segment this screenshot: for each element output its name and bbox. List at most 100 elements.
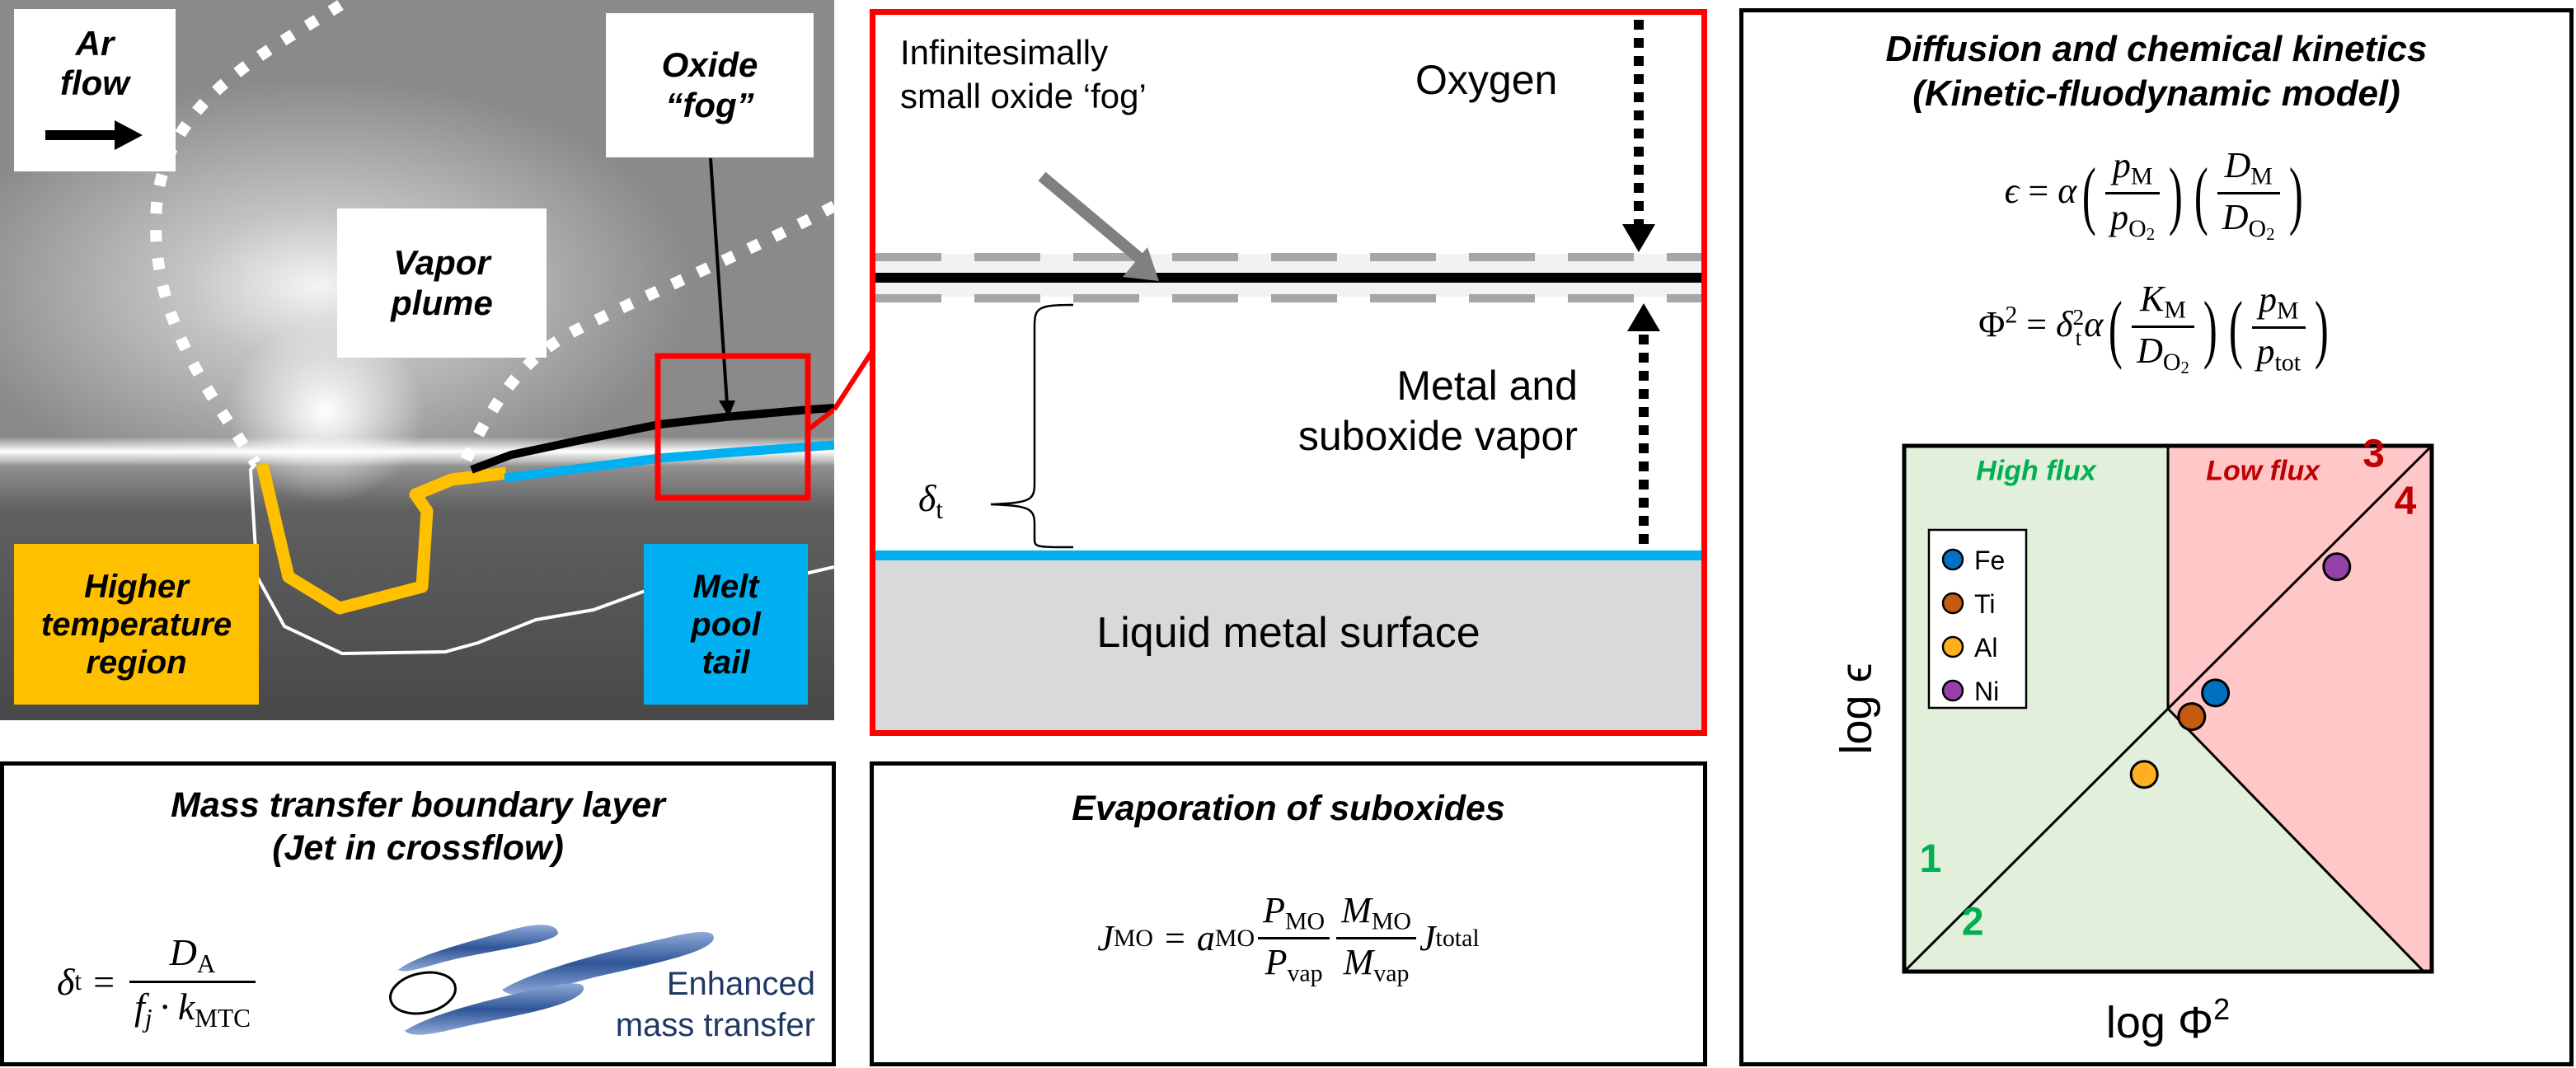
mtc-subscript: MTC — [195, 1003, 251, 1033]
oxide-fog-line2: “fog” — [665, 85, 754, 124]
flow-streak-bottom — [405, 983, 584, 1035]
mo-subscript: MO — [1371, 907, 1412, 935]
paren-close: ) — [2203, 285, 2217, 370]
region-label-low-flux: Low flux — [2206, 455, 2321, 486]
tot-subscript: tot — [2274, 349, 2302, 377]
regime-boundary-line — [1903, 707, 2170, 973]
x-axis-label-sup: 2 — [2213, 992, 2230, 1026]
oxygen-arrowhead-down — [1622, 224, 1655, 252]
plume-boundary-left — [150, 0, 344, 466]
paren-open: ( — [2194, 152, 2208, 237]
vap-subscript: vap — [1373, 959, 1410, 987]
enhanced-line2: mass transfer — [615, 1007, 815, 1043]
legend-label-ti: Ti — [1974, 589, 1995, 619]
k-symbol: k — [177, 985, 195, 1028]
fraction-bar — [2105, 192, 2161, 195]
vap-subscript: vap — [1287, 959, 1323, 987]
k-symbol: K — [2140, 279, 2165, 319]
melt-pool-line3: tail — [701, 644, 750, 681]
melt-pool-tail-label: Melt pool tail — [644, 544, 808, 705]
p-symbol: p — [2258, 279, 2277, 321]
x-axis-label-base: log Φ — [2106, 998, 2213, 1047]
delta-subscript: t — [74, 967, 82, 996]
delta-subscript: t — [936, 494, 944, 524]
ar-flow-line1: Ar — [75, 24, 115, 63]
zoom-region-box — [655, 353, 811, 501]
arrow-right-icon — [45, 119, 143, 150]
o-subscript: O — [2162, 348, 2181, 376]
enhanced-line1: Enhanced — [666, 966, 815, 1002]
region-label-high-flux: High flux — [1976, 455, 2098, 486]
paren-open: ( — [2082, 152, 2097, 237]
paren-open: ( — [2109, 285, 2123, 370]
legend-label-ni: Ni — [1974, 677, 1999, 706]
mo-subscript: MO — [1214, 924, 1255, 952]
p-symbol: p — [2112, 145, 2131, 185]
o-subscript: O — [2128, 214, 2147, 242]
regime-number-1: 1 — [1920, 837, 1942, 881]
m-symbol: M — [1341, 890, 1372, 930]
y-axis-label: log ϵ — [1832, 663, 1881, 755]
delta-symbol: δ — [57, 960, 75, 1003]
x-axis-label: log Φ2 — [2106, 992, 2230, 1047]
vapor-label-line2: suboxide vapor — [1297, 413, 1578, 459]
two-subscript: 2 — [2266, 223, 2275, 244]
fog-label: Infinitesimally small oxide ‘fog’ — [900, 31, 1147, 118]
paren-close: ) — [2169, 152, 2184, 237]
equals-sign: = — [2026, 304, 2048, 345]
regime-boundary-line — [2166, 707, 2425, 973]
vapor-plume-line2: plume — [391, 283, 493, 322]
two-subscript: 2 — [2146, 223, 2156, 244]
mo-subscript: MO — [1113, 924, 1154, 952]
paren-open: ( — [2228, 285, 2243, 370]
delta-symbol: δ — [918, 477, 936, 519]
liquid-surface-label: Liquid metal surface — [1096, 609, 1480, 657]
kinetics-title: Diffusion and chemical kinetics (Kinetic… — [1743, 27, 2569, 115]
jet-crossflow-illustration — [389, 925, 714, 1035]
fraction-bar — [129, 980, 256, 983]
equals-sign: = — [93, 960, 115, 1003]
data-point-ti — [2177, 702, 2207, 732]
m-subscript: M — [2164, 296, 2186, 324]
higher-temp-line2: temperature — [40, 606, 232, 643]
fog-label-line1: Infinitesimally — [900, 33, 1109, 72]
vapor-label: Metal and suboxide vapor — [1298, 361, 1578, 461]
ar-flow-line2: flow — [60, 63, 129, 103]
boundary-layer-panel: Infinitesimally small oxide ‘fog’ Oxygen… — [870, 9, 1707, 736]
zoom-connector-line — [834, 344, 875, 411]
boundary-layer-brace — [990, 303, 1074, 549]
higher-temp-line3: region — [86, 644, 187, 681]
kinetics-title-line1: Diffusion and chemical kinetics — [1885, 29, 2428, 69]
boundary-layer-diagram — [875, 20, 1701, 730]
oxide-fog-label: Oxide “fog” — [606, 13, 814, 157]
oxide-pointer-arrowhead — [719, 400, 735, 417]
mo-subscript: MO — [1284, 907, 1326, 935]
delta-superscript: 2 — [2072, 305, 2085, 330]
delta-subscript: t — [2075, 325, 2082, 350]
fraction-bar — [1258, 937, 1330, 940]
mass-transfer-title: Mass transfer boundary layer (Jet in cro… — [4, 784, 832, 870]
mass-transfer-title-line1: Mass transfer boundary layer — [171, 785, 665, 825]
oxide-pointer-line — [709, 157, 729, 405]
vapor-plume-label: Vapor plume — [337, 208, 547, 358]
m-symbol: M — [1343, 942, 1374, 983]
p-symbol: P — [1263, 890, 1285, 930]
jet-cross-section — [389, 971, 457, 1015]
j-symbol: J — [1097, 918, 1114, 959]
mass-transfer-title-line2: (Jet in crossflow) — [272, 828, 564, 869]
plot-frame — [1902, 443, 2434, 974]
alpha-symbol: α — [2084, 304, 2104, 345]
legend-marker-ni — [1941, 679, 1964, 702]
j-symbol: J — [1419, 918, 1436, 959]
fraction-bar — [1336, 937, 1417, 940]
mass-transfer-panel: Mass transfer boundary layer (Jet in cro… — [0, 761, 836, 1066]
fog-label-line2: small oxide ‘fog’ — [900, 76, 1147, 115]
a-subscript: A — [196, 949, 216, 978]
